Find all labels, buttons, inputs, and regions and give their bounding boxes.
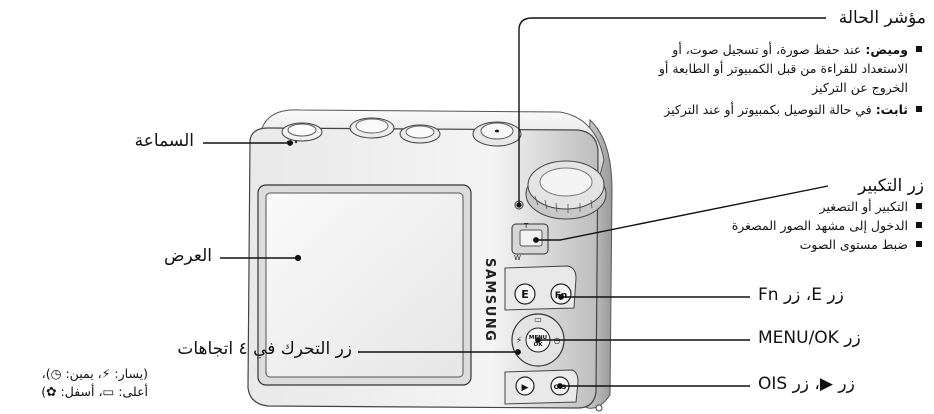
svg-text:W: W [514, 254, 521, 262]
zoom-item: ضبط مستوى الصوت [732, 235, 924, 254]
menu-ok-button-label: زر MENU/OK [758, 328, 861, 348]
zoom-item: التكبير أو التصغير [732, 197, 924, 216]
svg-text:⚡: ⚡ [516, 336, 522, 346]
zoom-item: الدخول إلى مشهد الصور المصغرة [732, 216, 924, 235]
zoom-button-list: التكبير أو التصغير الدخول إلى مشهد الصور… [732, 197, 924, 254]
svg-text:▶: ▶ [522, 383, 529, 393]
display-label: العرض [163, 246, 212, 266]
nav-button-detail-2: أعلى: ▭، أسفل: ✿) [41, 384, 148, 399]
nav-button-label: زر التحرك في ٤ اتجاهات [177, 339, 352, 359]
e-fn-button-label: زر E، زر Fn [758, 285, 844, 305]
status-indicator-label: مؤشر الحالة [838, 8, 926, 28]
svg-text:▭: ▭ [534, 315, 542, 324]
svg-text:E: E [521, 288, 529, 301]
status-item-steady: ثابت: في حالة التوصيل بكمبيوتر أو عند ال… [634, 100, 924, 119]
status-indicator-list: وميض: عند حفظ صورة، أو تسجيل صوت، أو الا… [634, 40, 924, 119]
svg-text:T: T [523, 222, 529, 230]
speaker-label: السماعة [134, 131, 194, 151]
status-item-blink: وميض: عند حفظ صورة، أو تسجيل صوت، أو الا… [634, 40, 924, 97]
svg-text:OK: OK [534, 342, 544, 348]
ois-button-label: زر ▶، زر OIS [758, 374, 855, 394]
nav-button-detail-1: (يسار: ⚡، يمين: ◷)، [41, 366, 148, 381]
zoom-button-label: زر التكبير [858, 176, 924, 196]
camera-screen [265, 192, 464, 378]
camera-brand: SAMSUNG [482, 258, 497, 342]
